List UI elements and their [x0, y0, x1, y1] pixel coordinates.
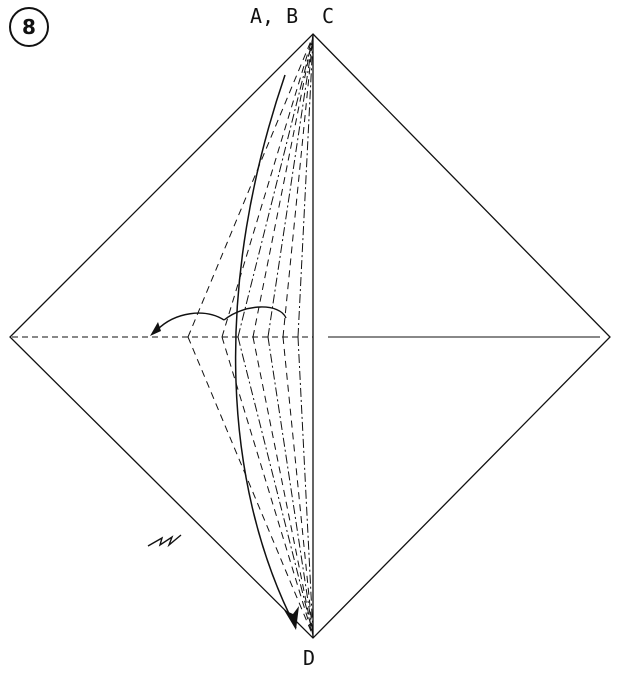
repeat-arrowhead: [150, 322, 161, 336]
zigzag-mark: [147, 534, 182, 548]
valley-folds: [187, 35, 314, 637]
fold-down-arrowhead: [284, 606, 299, 630]
paper-outline: [9, 33, 611, 639]
repeat-arrow-arc-2: [156, 312, 225, 331]
label-d: D: [303, 646, 316, 670]
label-c: C: [322, 4, 335, 28]
label-a-b: A, B: [250, 4, 299, 28]
step-number-badge: 8: [9, 7, 49, 47]
fold-down-arrow: [234, 74, 297, 629]
mountain-folds: [237, 37, 314, 635]
repeat-arrow-arc-1: [223, 306, 287, 321]
